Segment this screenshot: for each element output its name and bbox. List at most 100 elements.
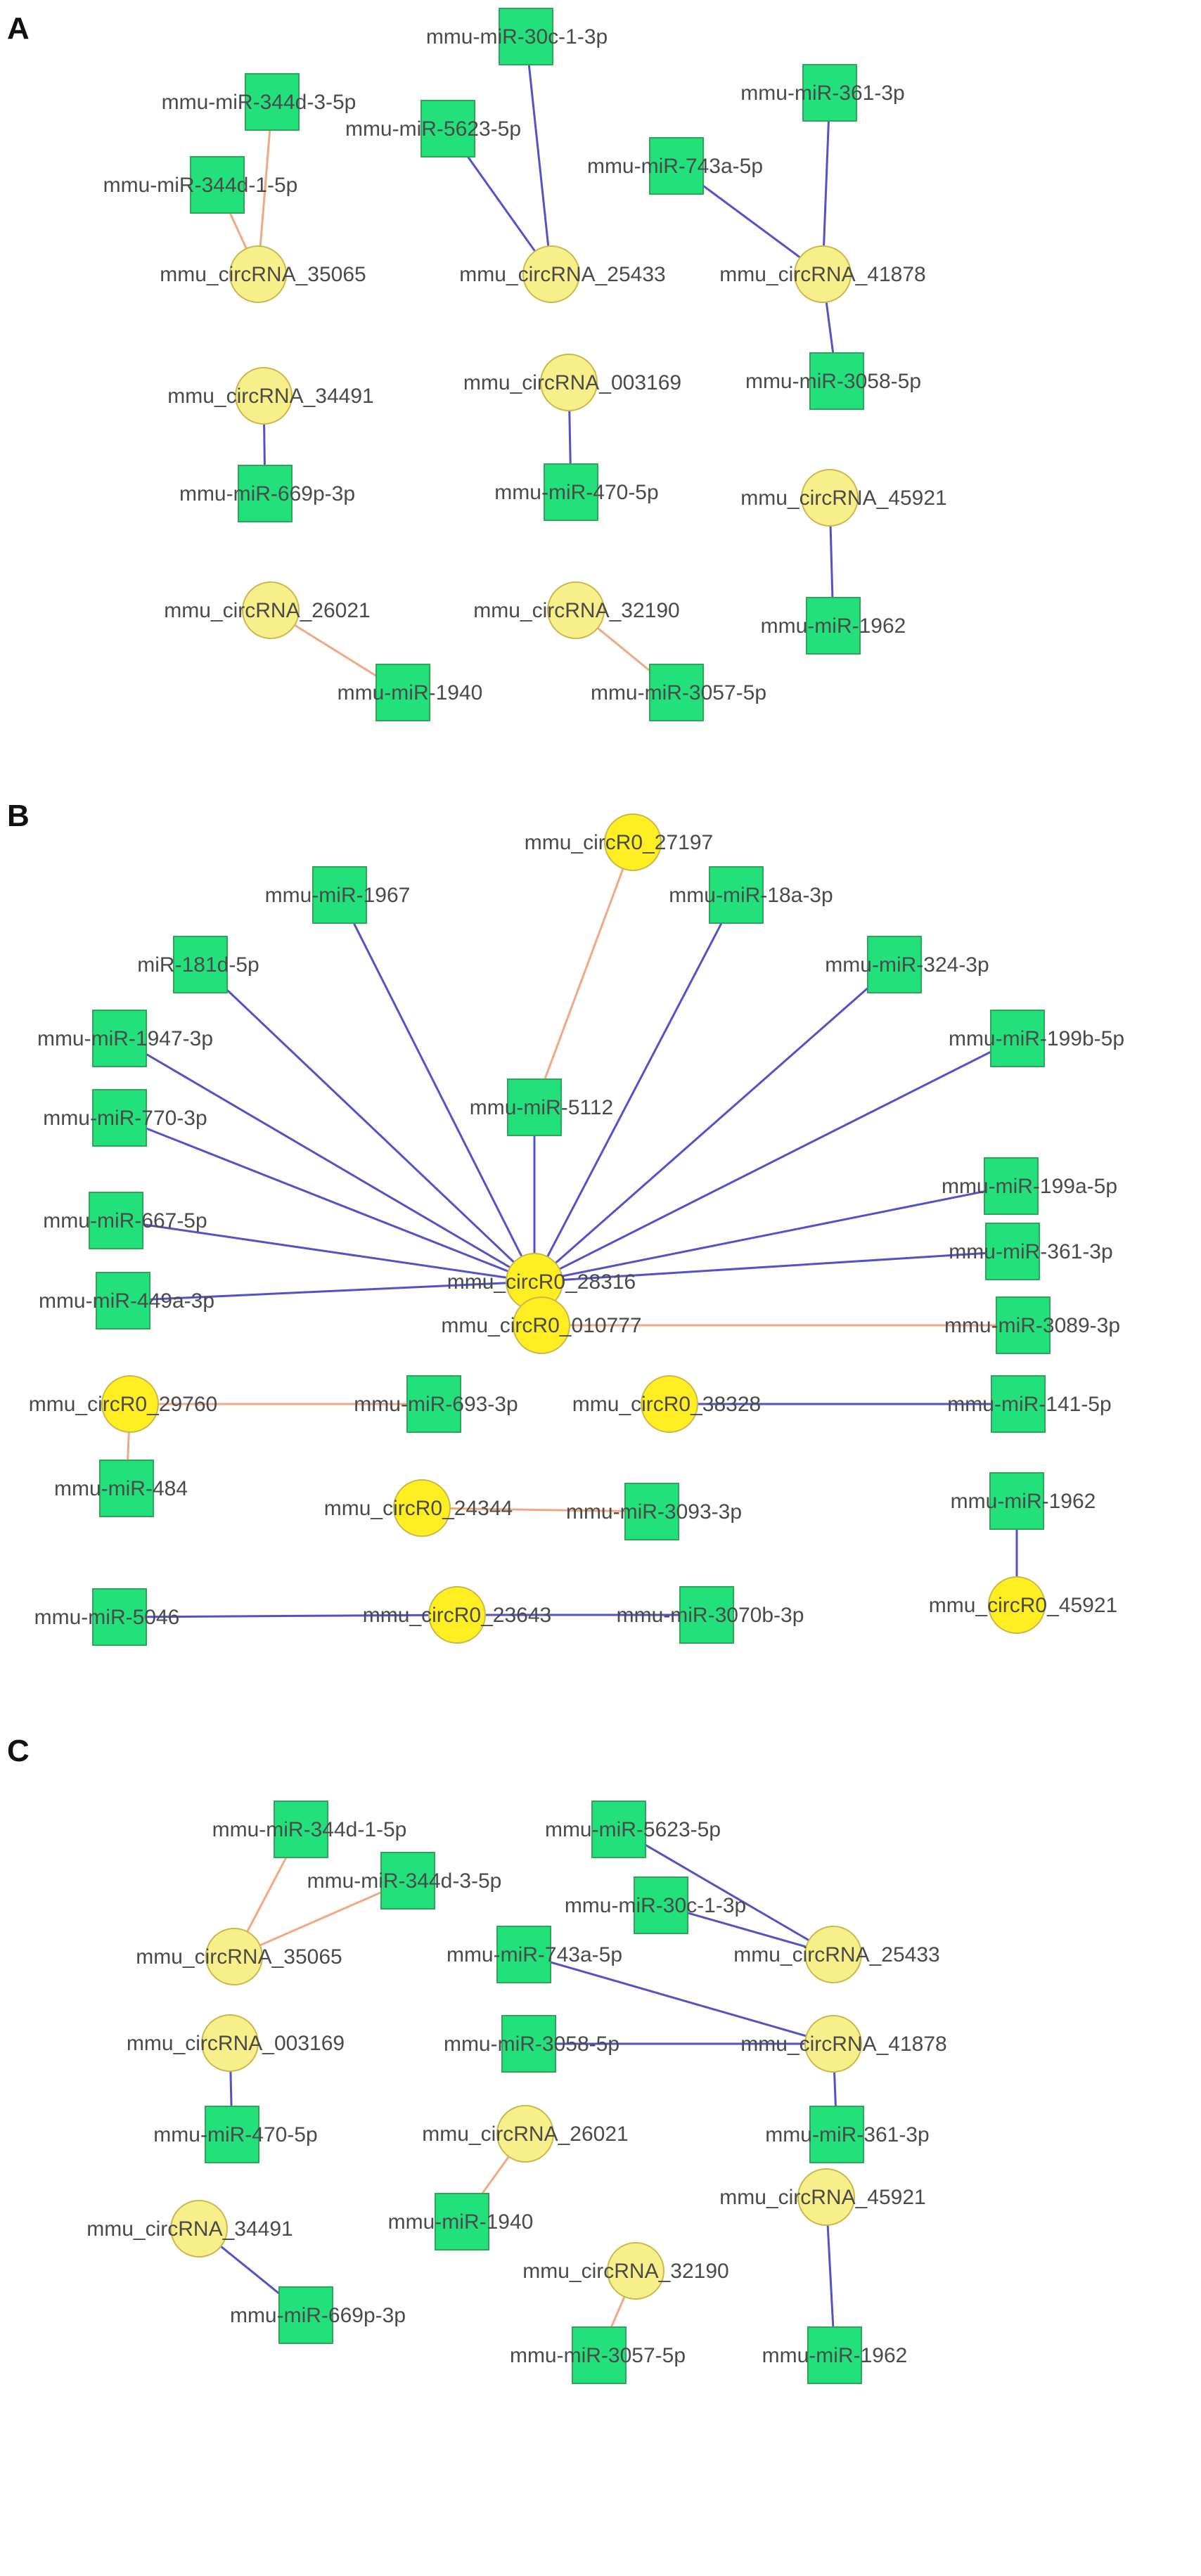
circrna-node xyxy=(235,367,293,425)
circrna-node xyxy=(242,581,300,639)
mirna-node xyxy=(591,1801,646,1858)
mirna-node xyxy=(649,137,704,195)
mirna-node xyxy=(984,1157,1039,1215)
circrna-node-label: mmu_circR0_29760 xyxy=(29,1393,217,1416)
mirna-node xyxy=(92,1089,147,1147)
mirna-node xyxy=(435,2193,489,2250)
mirna-node-label: mmu-miR-344d-1-5p xyxy=(103,174,298,197)
mirna-node xyxy=(99,1460,154,1517)
circrna-node-label: mmu_circR0_28316 xyxy=(447,1270,636,1294)
edge-blue xyxy=(118,1037,536,1283)
circrna-node xyxy=(607,2242,664,2300)
circrna-node xyxy=(170,2200,228,2258)
mirna-node-label: mmu-miR-1940 xyxy=(388,2210,534,2234)
labels-layer: mmu-miR-344d-3-5p mmu-miR-344d-1-5p mmu_ci… xyxy=(29,25,1124,2367)
mirna-node xyxy=(499,8,553,65)
circrna-node xyxy=(428,1586,486,1644)
mirna-node-label: mmu-miR-30c-1-3p xyxy=(426,25,608,49)
edge-blue xyxy=(660,1904,835,1956)
edge-blue xyxy=(533,1250,1014,1283)
mirna-node xyxy=(238,465,293,522)
mirna-node xyxy=(420,100,475,157)
circrna-node xyxy=(988,1576,1046,1634)
circrna-node xyxy=(393,1479,451,1537)
mirna-node-label: mmu-miR-3057-5p xyxy=(591,681,766,704)
mirna-node xyxy=(572,2326,627,2384)
circrna-node-label: mmu_circR0_24344 xyxy=(324,1497,513,1520)
mirna-node-label: mmu-miR-361-3p xyxy=(765,2123,929,2146)
mirna-node-label: mmu-miR-693-3p xyxy=(354,1393,518,1416)
circrna-node xyxy=(797,2168,855,2226)
mirna-node-label: mmu-miR-361-3p xyxy=(949,1240,1112,1263)
circrna-node-label: mmu_circRNA_35065 xyxy=(160,263,366,286)
circrna-node-label: mmu_circRNA_35065 xyxy=(136,1945,342,1969)
panel-letter: C xyxy=(7,1734,30,1768)
circrna-node xyxy=(101,1375,159,1433)
circrna-node-label: mmu_circRNA_26021 xyxy=(164,599,370,622)
mirna-node xyxy=(312,866,367,924)
circrna-node-label: mmu_circR0_010777 xyxy=(441,1314,641,1337)
mirna-node xyxy=(867,936,922,993)
mirna-node xyxy=(92,1588,147,1646)
mirna-node-label: mmu-miR-3058-5p xyxy=(745,370,921,393)
mirna-node-label: mmu-miR-3057-5p xyxy=(510,2344,686,2367)
mirna-node xyxy=(996,1296,1051,1354)
mirna-node xyxy=(807,2326,862,2384)
panel-letter: A xyxy=(7,11,30,46)
mirna-node-label: mmu-miR-3089-3p xyxy=(944,1314,1120,1337)
circrna-node xyxy=(547,581,605,639)
circrna-node xyxy=(513,1296,570,1354)
mirna-node-label: mmu-miR-199a-5p xyxy=(942,1175,1117,1198)
circrna-node-label: mmu_circR0_45921 xyxy=(929,1594,1117,1617)
mirna-node-label: mmu-miR-3093-3p xyxy=(566,1500,742,1524)
mirna-node-label: mmu-miR-344d-1-5p xyxy=(212,1818,407,1841)
mirna-node-label: mmu-miR-3070b-3p xyxy=(617,1604,804,1627)
mirna-node xyxy=(205,2106,259,2163)
mirna-node xyxy=(989,1472,1044,1530)
mirna-node-label: mmu-miR-669p-3p xyxy=(179,482,355,505)
mirna-node-label: mmu-miR-770-3p xyxy=(43,1107,207,1130)
circrna-node-label: mmu_circRNA_41878 xyxy=(740,2033,946,2056)
mirna-node-label: mmu-miR-1940 xyxy=(338,681,483,704)
mirna-node xyxy=(245,73,300,131)
mirna-node xyxy=(991,1375,1046,1433)
edge-blue xyxy=(617,1828,835,1956)
mirna-node xyxy=(985,1223,1040,1280)
mirna-node xyxy=(278,2286,333,2344)
mirna-node-label: mmu-miR-5623-5p xyxy=(345,117,521,141)
edges-layer xyxy=(115,35,1025,2357)
circrna-node-label: mmu_circRNA_34491 xyxy=(167,385,373,408)
circrna-node-label: mmu_circRNA_003169 xyxy=(127,2032,345,2055)
circrna-node-label: mmu_circRNA_32190 xyxy=(473,599,679,622)
mirna-node-label: mmu-miR-18a-3p xyxy=(669,884,833,907)
mirna-node xyxy=(507,1078,562,1136)
edge-blue xyxy=(821,91,831,276)
circrna-node-label: mmu_circR0_38328 xyxy=(572,1393,761,1416)
mirna-node-label: mmu-miR-743a-5p xyxy=(587,155,763,178)
mirna-node-label: mmu-miR-669p-3p xyxy=(230,2304,406,2327)
mirna-node xyxy=(990,1010,1045,1067)
edge-blue xyxy=(118,1614,458,1618)
nodes-layer xyxy=(89,8,1051,2384)
mirna-node-label: mmu-miR-3058-5p xyxy=(444,2033,619,2056)
mirna-node xyxy=(806,597,861,655)
mirna-node xyxy=(96,1272,150,1329)
mirna-node-label: mmu-miR-470-5p xyxy=(153,2123,317,2146)
edge-blue xyxy=(115,1219,536,1283)
mirna-node xyxy=(501,2015,556,2073)
circrna-node-label: mmu_circRNA_32190 xyxy=(522,2260,728,2283)
mirna-node-label: mmu-miR-5112 xyxy=(470,1096,613,1119)
circrna-node-label: mmu_circRNA_45921 xyxy=(740,487,946,510)
circrna-node xyxy=(804,1926,862,1983)
mirna-node-label: mmu-miR-199b-5p xyxy=(949,1027,1124,1050)
edge-blue xyxy=(338,894,536,1283)
mirna-node xyxy=(190,156,245,214)
circrna-node-label: mmu_circRNA_45921 xyxy=(719,2186,925,2209)
mirna-node xyxy=(92,1010,147,1067)
circrna-node xyxy=(804,2015,862,2073)
edge-orange xyxy=(233,1879,409,1958)
mirna-node-label: mmu-miR-1967 xyxy=(265,884,411,907)
mirna-node-label: mmu-miR-344d-3-5p xyxy=(162,91,357,114)
mirna-node-label: mmu-miR-5623-5p xyxy=(545,1818,721,1841)
